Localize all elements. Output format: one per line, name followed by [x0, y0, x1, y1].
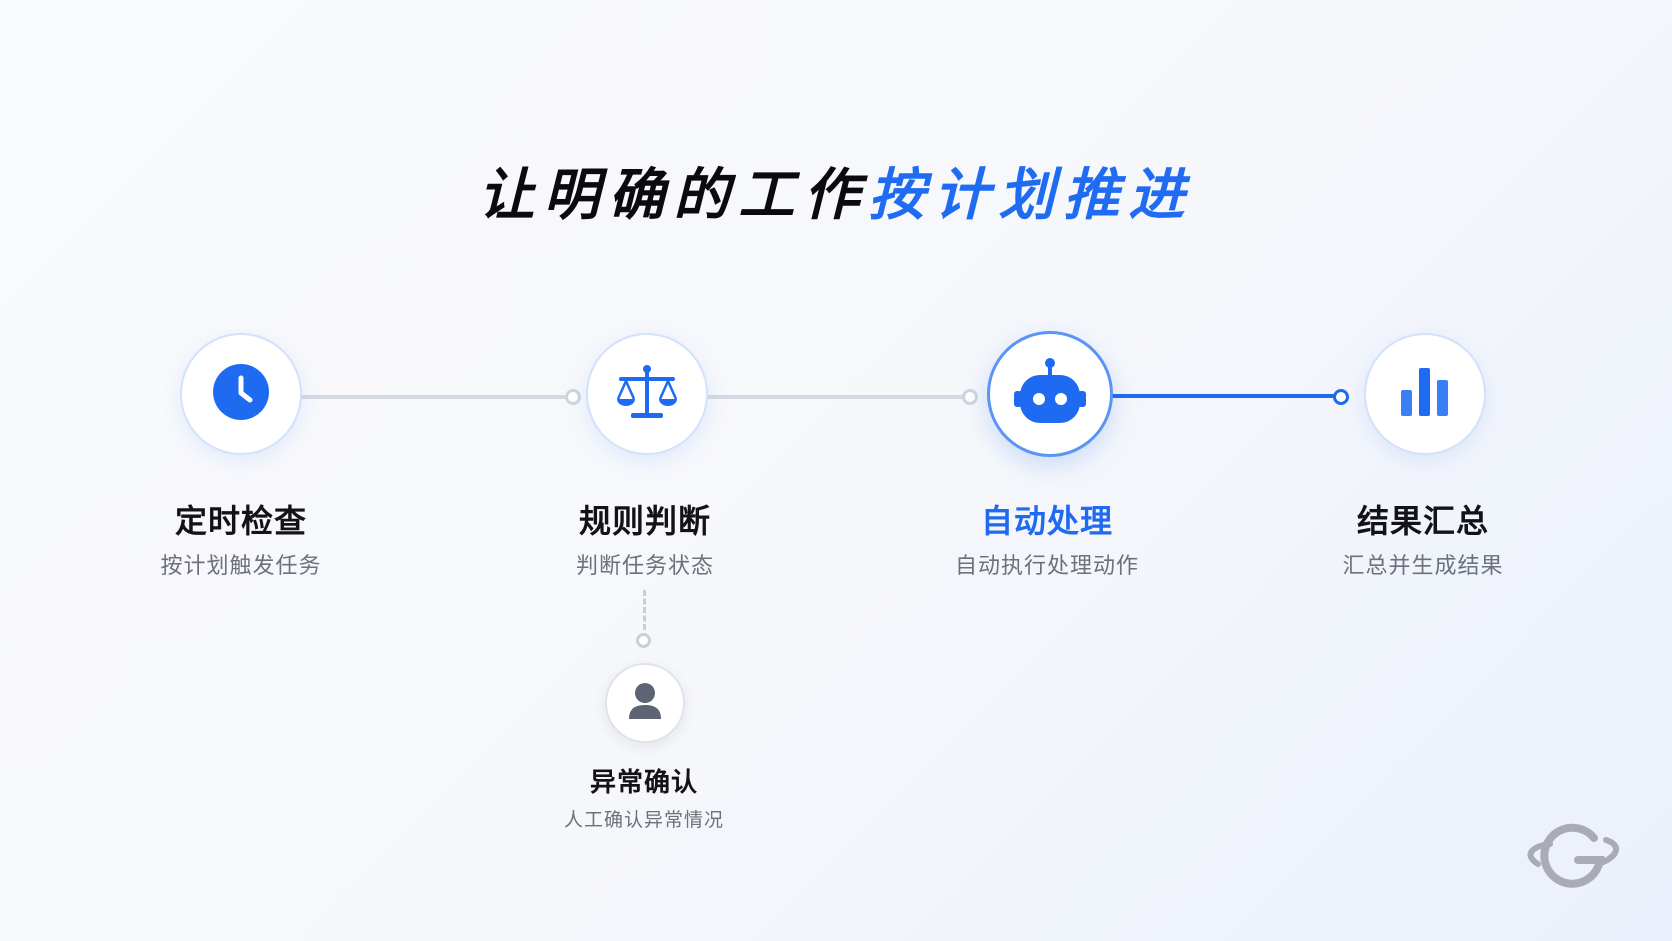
- clock-icon: [212, 363, 270, 425]
- step-desc-2: 判断任务状态: [575, 554, 714, 579]
- step-node-2[interactable]: [586, 333, 708, 455]
- connector-1-dot: [565, 389, 581, 405]
- connector-2: [702, 395, 970, 399]
- step-label-1: 定时检查: [174, 502, 307, 540]
- scale-icon: [615, 363, 679, 425]
- step-node-4[interactable]: [1364, 333, 1486, 455]
- step-desc-4: 汇总并生成结果: [1342, 554, 1504, 579]
- branch-label: 异常确认: [589, 768, 698, 798]
- user-icon: [627, 682, 663, 724]
- connector-1: [300, 395, 572, 399]
- step-label-2: 规则判断: [578, 502, 711, 540]
- branch-desc: 人工确认异常情况: [563, 809, 724, 831]
- step-label-3: 自动处理: [980, 502, 1113, 540]
- step-desc-1: 按计划触发任务: [160, 554, 322, 579]
- connector-3-dot: [1333, 389, 1349, 405]
- title-accent: 按计划推进: [868, 163, 1194, 228]
- branch-node[interactable]: [605, 663, 685, 743]
- step-node-1[interactable]: [180, 333, 302, 455]
- branch-connector: [643, 590, 646, 630]
- robot-icon: [1012, 357, 1088, 431]
- bar-chart-icon: [1399, 366, 1451, 422]
- branch-connector-dot: [636, 633, 651, 648]
- title-main: 让明确的工作: [478, 163, 869, 228]
- step-label-4: 结果汇总: [1356, 502, 1489, 540]
- orbit-logo-icon: [1520, 820, 1626, 894]
- connector-3: [1108, 394, 1341, 398]
- connector-2-dot: [962, 389, 978, 405]
- step-node-3[interactable]: [987, 331, 1113, 457]
- page-title: 让明确的工作按计划推进: [0, 150, 1672, 231]
- step-desc-3: 自动执行处理动作: [954, 554, 1139, 579]
